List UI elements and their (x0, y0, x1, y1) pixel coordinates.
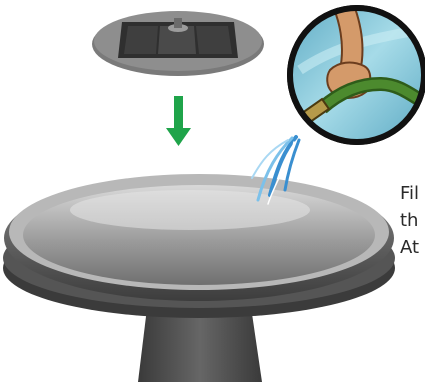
hose-detail-lens (285, 0, 425, 150)
instruction-text: Fil th At (400, 180, 425, 261)
instruction-line-2: th (400, 207, 425, 234)
down-arrow-icon (166, 96, 191, 146)
fountain-basin (3, 174, 395, 318)
pump-cover (92, 11, 264, 76)
instruction-line-1: Fil (400, 180, 425, 207)
instruction-line-3: At (400, 234, 425, 261)
